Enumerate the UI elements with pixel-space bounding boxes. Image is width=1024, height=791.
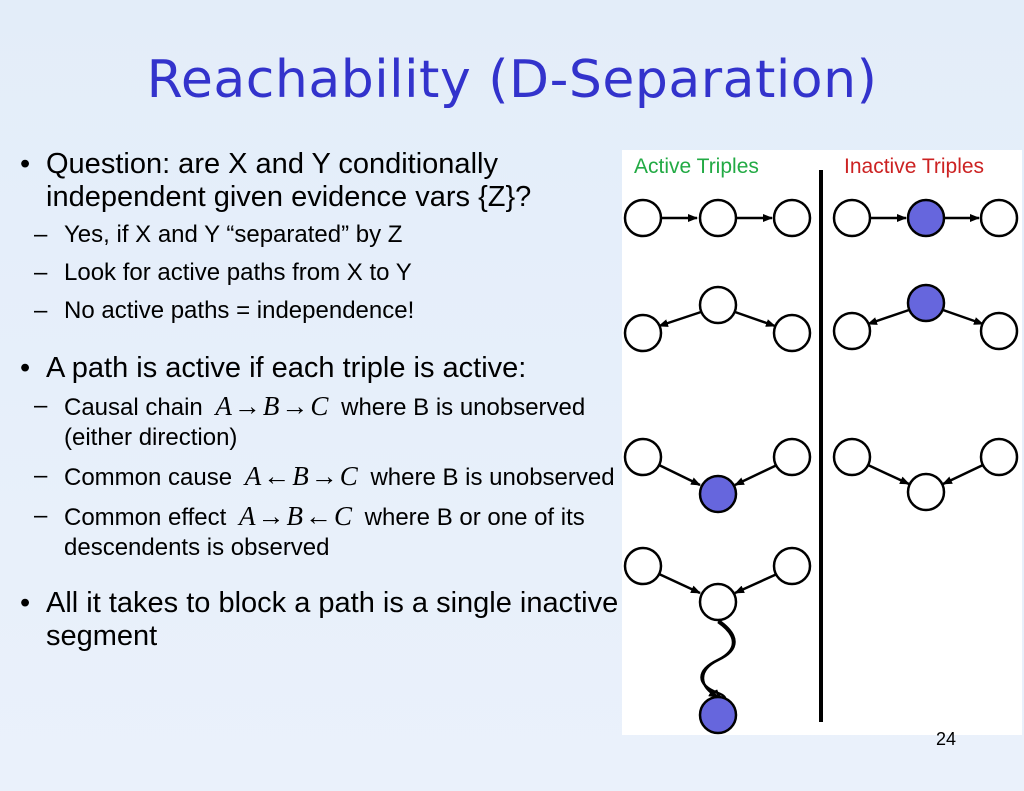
- sub-item: – Look for active paths from X to Y: [34, 259, 412, 286]
- sub-item: – No active paths = independence!: [34, 297, 415, 324]
- sub-suffix: where B or one of its descendents is obs…: [64, 504, 585, 561]
- sub-item-causal-chain: – Causal chain A→B→C where B is unobserv…: [34, 391, 586, 451]
- sub-item-common-cause: – Common cause A←B→C where B is unobserv…: [34, 461, 615, 491]
- node-unobserved: [772, 546, 812, 586]
- active-common-cause: [623, 285, 812, 353]
- node-unobserved: [832, 198, 872, 238]
- inactive-common-effect: [832, 437, 1019, 512]
- bullet-dot: •: [20, 587, 31, 619]
- bullet-text: Question: are X and Y conditionally inde…: [46, 148, 532, 213]
- causal-chain-formula: A→B→C: [215, 391, 329, 421]
- sub-list: – Causal chain A→B→C where B is unobserv…: [20, 391, 620, 563]
- sub-item: – Yes, if X and Y “separated” by Z: [34, 221, 403, 248]
- node-observed: [906, 283, 946, 323]
- common-cause-formula: A←B→C: [244, 461, 358, 491]
- triples-diagram: Active Triples Inactive Triples: [622, 150, 1022, 735]
- sub-list: – Yes, if X and Y “separated” by Z – Loo…: [20, 220, 620, 326]
- node-unobserved: [698, 198, 738, 238]
- sub-suffix: where B is unobserved (either direction): [64, 394, 586, 451]
- sub-label: Causal chain: [64, 394, 203, 421]
- active-causal-chain: [623, 198, 812, 238]
- page-number: 24: [936, 729, 957, 749]
- node-observed: [698, 695, 738, 735]
- bullet-dot: •: [20, 148, 31, 180]
- inactive-causal-chain: [832, 198, 1019, 238]
- node-unobserved: [698, 285, 738, 325]
- node-observed: [698, 474, 738, 514]
- common-effect-formula: A→B←C: [238, 501, 352, 531]
- node-unobserved: [772, 437, 812, 477]
- sub-text: No active paths = independence!: [64, 297, 415, 324]
- node-observed: [906, 198, 946, 238]
- triples-svg: Active Triples Inactive Triples: [623, 155, 1019, 735]
- node-unobserved: [832, 311, 872, 351]
- node-unobserved: [623, 198, 663, 238]
- node-unobserved: [979, 437, 1019, 477]
- active-triples-label: Active Triples: [634, 155, 759, 178]
- active-common-effect-descendant: [623, 546, 812, 735]
- sub-label: Common cause: [64, 464, 233, 491]
- node-unobserved: [623, 313, 663, 353]
- bullet-question: • Question: are X and Y conditionally in…: [20, 148, 620, 214]
- node-unobserved: [623, 546, 663, 586]
- node-unobserved: [979, 311, 1019, 351]
- bullet-active-path: • A path is active if each triple is act…: [20, 352, 620, 385]
- node-unobserved: [906, 472, 946, 512]
- node-unobserved: [623, 437, 663, 477]
- bullet-dot: •: [20, 352, 31, 384]
- node-unobserved: [772, 313, 812, 353]
- bullet-text: All it takes to block a path is a single…: [46, 587, 619, 652]
- bullet-list: • Question: are X and Y conditionally in…: [20, 148, 620, 653]
- sub-suffix: where B is unobserved: [370, 464, 615, 491]
- node-unobserved: [832, 437, 872, 477]
- sub-label: Common effect: [64, 504, 227, 531]
- node-unobserved: [979, 198, 1019, 238]
- sub-text: Look for active paths from X to Y: [64, 259, 412, 286]
- node-unobserved: [698, 582, 738, 622]
- inactive-triples-label: Inactive Triples: [844, 155, 984, 178]
- bullet-block: • All it takes to block a path is a sing…: [20, 587, 620, 653]
- slide-title: Reachability (D-Separation): [146, 50, 878, 110]
- sub-text: Yes, if X and Y “separated” by Z: [64, 221, 403, 248]
- sub-item-common-effect: – Common effect A→B←C where B or one of …: [34, 501, 585, 561]
- inactive-common-cause: [832, 283, 1019, 351]
- active-common-effect: [623, 437, 812, 514]
- bullet-text: A path is active if each triple is activ…: [46, 352, 527, 384]
- node-unobserved: [772, 198, 812, 238]
- descendant-path: [701, 620, 735, 699]
